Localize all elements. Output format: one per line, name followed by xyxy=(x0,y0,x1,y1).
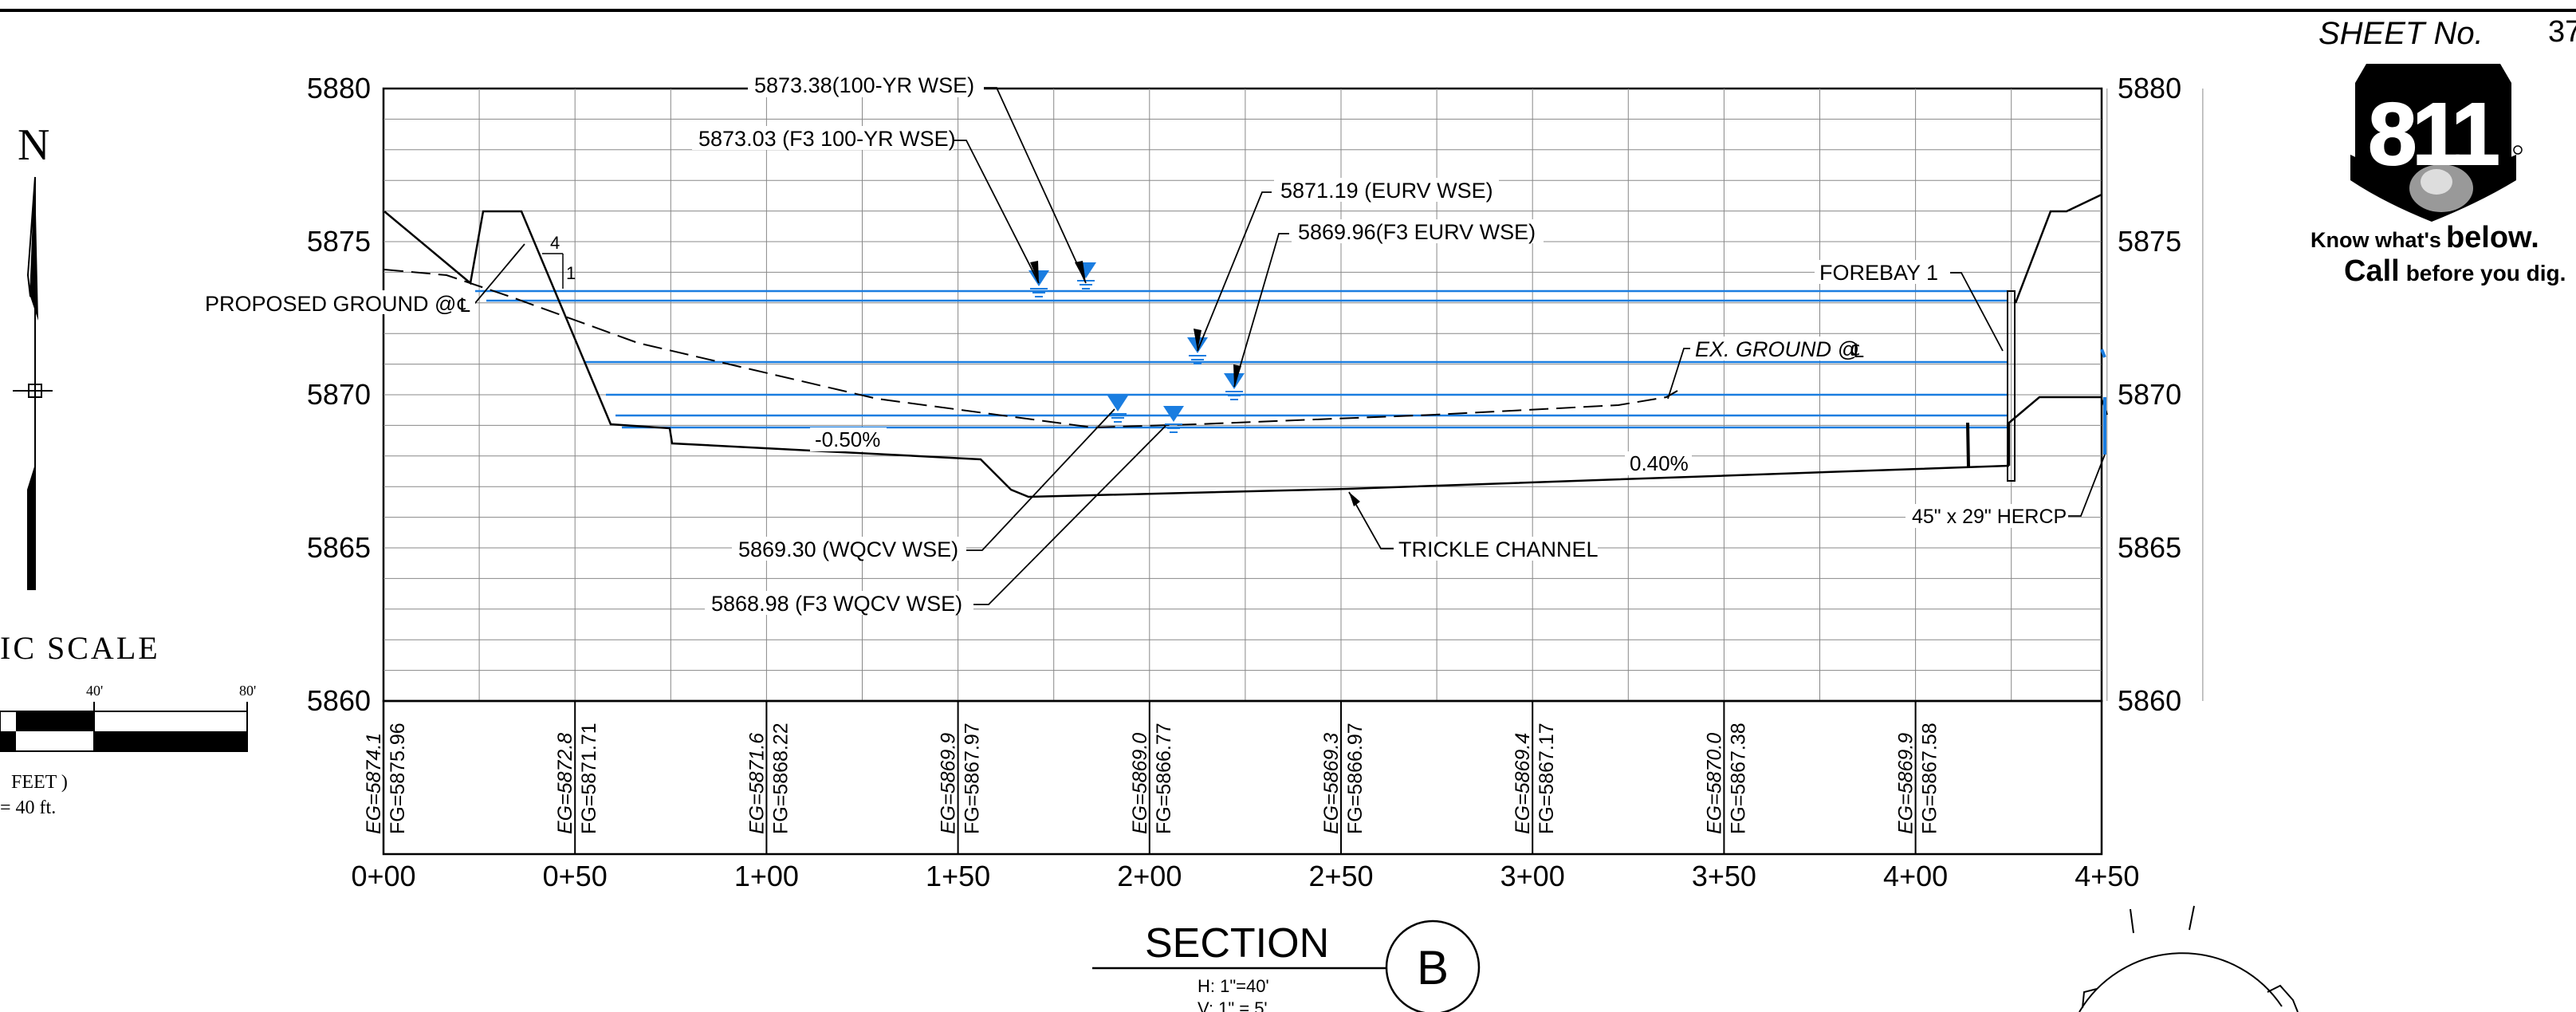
y-axis-tick-left: 5870 xyxy=(307,378,371,411)
slope-run: 1 xyxy=(566,263,576,283)
x-axis-station-tick: 0+50 xyxy=(543,860,608,892)
label-hercp: 45" x 29" HERCP xyxy=(1912,506,2067,528)
x-axis-station-tick: 2+00 xyxy=(1117,860,1182,892)
station-fg-label: FG=5868.22 xyxy=(769,723,792,834)
slope-rise: 4 xyxy=(550,233,560,253)
station-eg-label: EG=5869.9 xyxy=(1895,733,1917,834)
station-fg-label: FG=5867.58 xyxy=(1919,723,1941,834)
station-eg-label: EG=5872.8 xyxy=(554,733,576,834)
scale-tick-80: 80' xyxy=(239,683,256,699)
x-axis-station-tick: 0+00 xyxy=(351,860,415,892)
x-axis-station-tick: 3+50 xyxy=(1692,860,1756,892)
label-ex-ground: EX. GROUND @ xyxy=(1695,337,1859,361)
label-eurv-wse: 5871.19 (EURV WSE) xyxy=(1280,179,1493,203)
logo-811-number: 811 xyxy=(2368,85,2498,183)
station-eg-label: EG=5874.1 xyxy=(363,733,385,834)
x-axis-station-tick: 1+00 xyxy=(734,860,799,892)
proposed-ground-centerline-mark: ℄ xyxy=(457,295,470,317)
y-axis-tick-left: 5880 xyxy=(307,72,371,104)
label-wqcv-wse: 5869.30 (WQCV WSE) xyxy=(738,538,958,561)
station-eg-label: EG=5869.0 xyxy=(1129,733,1151,834)
slope-indicator: 4 1 xyxy=(542,233,576,289)
forebay-structure xyxy=(2007,290,2016,482)
x-axis-station-tick: 4+50 xyxy=(2075,860,2139,892)
sheet-number-label: SHEET No. xyxy=(2318,16,2484,51)
water-surface-triangle xyxy=(1163,406,1184,422)
station-eg-label: EG=5871.6 xyxy=(745,733,768,834)
station-fg-label: FG=5867.17 xyxy=(1536,723,1558,834)
water-surface-triangle xyxy=(1107,396,1128,411)
section-h-scale: H: 1"=40' xyxy=(1198,976,1269,996)
scale-tick-40: 40' xyxy=(86,683,103,699)
logo-know-small: Know what's xyxy=(2311,228,2441,252)
y-axis-tick-right: 5870 xyxy=(2118,378,2181,411)
station-fg-label: FG=5867.97 xyxy=(962,723,984,834)
section-title-text: SECTION xyxy=(1145,920,1329,967)
station-fg-label: FG=5875.96 xyxy=(387,723,409,834)
graphic-scale: IC SCALE 40' 80' FEET ) = 40 ft. xyxy=(0,630,256,818)
y-axis-tick-left: 5875 xyxy=(307,225,371,258)
logo-before-small: before you dig. xyxy=(2406,261,2566,285)
ex-ground-centerline-mark: ℄ xyxy=(1850,341,1864,362)
station-fg-label: FG=5871.71 xyxy=(578,723,600,834)
station-eg-label: EG=5869.9 xyxy=(938,733,960,834)
station-fg-label: FG=5867.38 xyxy=(1727,723,1749,834)
north-arrow: N xyxy=(13,120,53,590)
station-eg-label: EG=5869.4 xyxy=(1512,733,1534,834)
partial-detail-drawing xyxy=(2078,905,2299,1012)
label-proposed-ground: PROPOSED GROUND @ xyxy=(205,292,456,316)
label-f3-eurv-wse: 5869.96(F3 EURV WSE) xyxy=(1298,220,1536,244)
station-eg-label: EG=5870.0 xyxy=(1703,733,1725,834)
x-axis-station-tick: 1+50 xyxy=(926,860,990,892)
y-axis-tick-left: 5860 xyxy=(307,684,371,717)
label-f3-100yr-wse: 5873.03 (F3 100-YR WSE) xyxy=(698,127,956,151)
y-axis-tick-right: 5875 xyxy=(2118,225,2181,258)
station-fg-label: FG=5866.97 xyxy=(1344,723,1367,834)
station-eg-label: EG=5869.3 xyxy=(1320,733,1343,834)
scale-ratio: = 40 ft. xyxy=(0,797,56,818)
label-trickle-channel: TRICKLE CHANNEL xyxy=(1398,538,1599,561)
station-fg-label: FG=5866.77 xyxy=(1153,723,1175,834)
section-title-block: SECTION B H: 1"=40' V: 1" = 5' xyxy=(1092,919,1481,1012)
section-letter: B xyxy=(1417,941,1449,994)
label-100yr-wse: 5873.38(100-YR WSE) xyxy=(754,73,974,97)
x-axis-station-tick: 3+00 xyxy=(1500,860,1565,892)
label-slope-right: 0.40% xyxy=(1630,451,1689,475)
y-axis-tick-left: 5865 xyxy=(307,531,371,564)
section-v-scale: V: 1" = 5' xyxy=(1198,998,1268,1012)
label-slope-left: -0.50% xyxy=(815,427,880,451)
label-forebay: FOREBAY 1 xyxy=(1819,261,1938,285)
sheet-number-value: 37 xyxy=(2548,15,2576,49)
north-arrow-letter: N xyxy=(18,120,49,170)
x-axis-station-tick: 2+50 xyxy=(1308,860,1373,892)
label-f3-wqcv-wse: 5868.98 (F3 WQCV WSE) xyxy=(711,592,962,616)
y-axis-tick-right: 5880 xyxy=(2118,72,2181,104)
station-label-band xyxy=(382,699,2103,856)
x-axis-station-tick: 4+00 xyxy=(1883,860,1948,892)
logo-call-big: Call xyxy=(2344,254,2400,288)
scale-units: FEET ) xyxy=(11,772,68,793)
profile-text-labels: 5873.38(100-YR WSE) 5873.03 (F3 100-YR W… xyxy=(199,73,2068,616)
logo-below-big: below. xyxy=(2446,221,2539,254)
scale-title: IC SCALE xyxy=(0,630,160,666)
y-axis-tick-right: 5865 xyxy=(2118,531,2181,564)
y-axis-tick-right: 5860 xyxy=(2118,684,2181,717)
proposed-ground-line xyxy=(383,210,2010,498)
label-leaders xyxy=(462,87,2106,605)
